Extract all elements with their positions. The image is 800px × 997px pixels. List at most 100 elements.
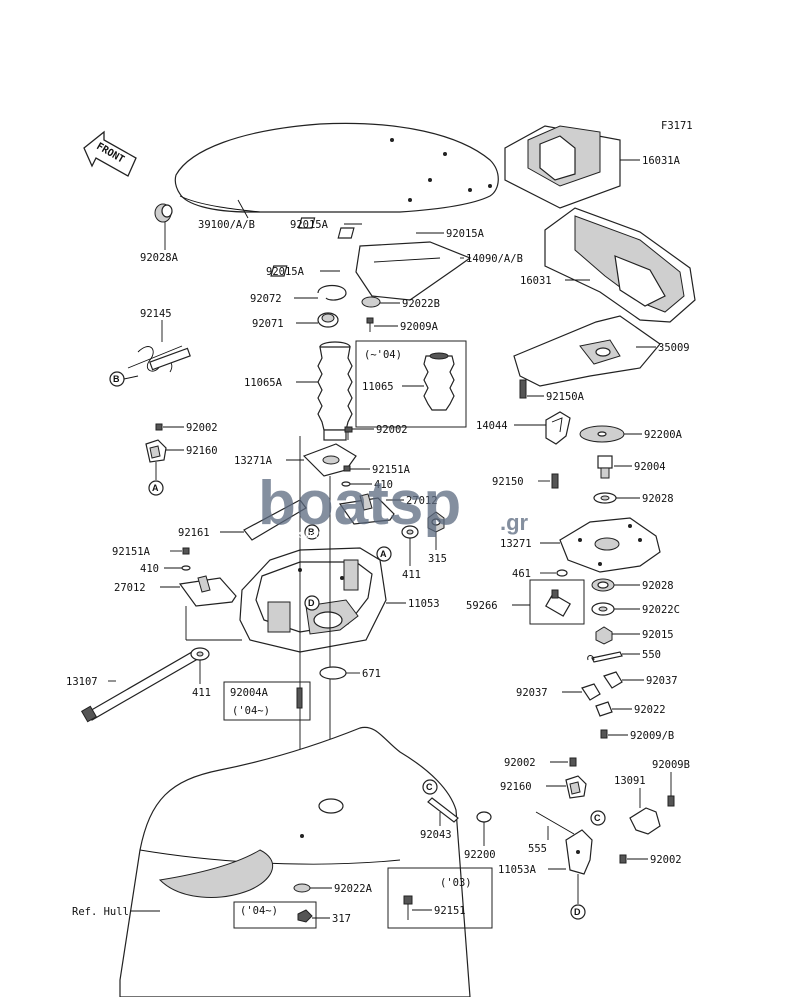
label-92004: 92004 (634, 461, 666, 473)
front-arrow-icon: FRONT (83, 130, 137, 177)
pin-92043 (427, 797, 459, 823)
bracket-11053A (565, 829, 593, 875)
bracket-27012-2 (178, 575, 237, 607)
watermark-suffix: .gr (500, 510, 529, 535)
label-92145: 92145 (140, 308, 172, 320)
strip-92161 (243, 499, 307, 541)
label-555: 555 (528, 843, 547, 855)
label-92037-1: 92037 (646, 675, 678, 687)
label-39100: 39100/A/B (198, 219, 255, 231)
note-from04-a: ('04~) (232, 705, 270, 717)
clip-92037-1 (603, 671, 623, 689)
screw-92009A (366, 317, 374, 332)
label-13107: 13107 (66, 676, 98, 688)
bracket-27012-1 (338, 493, 395, 525)
box-317 (233, 901, 317, 929)
ring-part (317, 284, 347, 301)
label-16031: 16031 (520, 275, 552, 287)
ref-A-1: A (152, 483, 159, 493)
watermark-main: boatsp (258, 469, 461, 538)
label-92015A-2: 92015A (446, 228, 485, 240)
label-92015A-1: 92015A (290, 219, 329, 231)
label-92028A: 92028A (140, 252, 179, 264)
grommet-part (154, 203, 173, 223)
bellows-11065A (317, 341, 353, 441)
shaft-13107 (80, 651, 197, 723)
ref-D-1: D (308, 598, 315, 608)
label-92072: 92072 (250, 293, 282, 305)
label-92037-2: 92037 (516, 687, 548, 699)
label-92160-1: 92160 (186, 445, 218, 457)
seat-part (174, 122, 499, 213)
label-92161: 92161 (178, 527, 210, 539)
label-59266: 59266 (466, 600, 498, 612)
seat-pad-16031A (504, 125, 621, 209)
label-92151A-2: 92151A (112, 546, 151, 558)
label-16031A: 16031A (642, 155, 681, 167)
note-y03: ('03) (440, 877, 472, 889)
label-92015A-3: 92015A (266, 266, 305, 278)
label-92009B: 92009B (652, 759, 690, 771)
label-671: 671 (362, 668, 381, 680)
label-92071: 92071 (252, 318, 284, 330)
label-92004A: 92004A (230, 687, 269, 699)
label-92043: 92043 (420, 829, 452, 841)
label-92028-2: 92028 (642, 580, 674, 592)
label-11053: 11053 (408, 598, 440, 610)
bolt-92002-2 (344, 426, 353, 440)
nut-315 (427, 511, 445, 533)
box-92151 (387, 867, 493, 929)
plate-13271A (302, 443, 357, 477)
label-92022B: 92022B (402, 298, 440, 310)
note-upto04: (~'04) (364, 349, 402, 361)
label-92200A: 92200A (644, 429, 683, 441)
ref-B-2: B (308, 527, 315, 537)
box-92004A (223, 681, 311, 721)
label-317: 317 (332, 913, 351, 925)
box-11065 (355, 340, 467, 428)
cover-part (355, 241, 472, 301)
label-13271A: 13271A (234, 455, 273, 467)
label-92002-3: 92002 (504, 757, 536, 769)
label-550: 550 (642, 649, 661, 661)
label-35009: 35009 (658, 342, 690, 354)
label-411-1: 411 (402, 569, 421, 581)
label-92022: 92022 (634, 704, 666, 716)
label-14090: 14090/A/B (466, 253, 523, 265)
nut-92160-2 (565, 775, 587, 799)
hull-part (119, 726, 471, 997)
label-27012-1: 27012 (406, 495, 438, 507)
watermark-subtitle: boat spare parts (272, 527, 359, 541)
label-92015: 92015 (642, 629, 674, 641)
ref-C-1: C (426, 782, 433, 792)
label-92150: 92150 (492, 476, 524, 488)
box-59266 (529, 579, 585, 625)
plate-13271 (559, 517, 661, 573)
ref-C-2: C (594, 813, 601, 823)
label-11053A: 11053A (498, 864, 537, 876)
clip-92037-2 (581, 683, 601, 701)
label-92009B-slash: 92009/B (630, 730, 674, 742)
label-92151A-1: 92151A (372, 464, 411, 476)
spring-part (127, 345, 191, 373)
label-315: 315 (428, 553, 447, 565)
label-11065: 11065 (362, 381, 394, 393)
label-92150A: 92150A (546, 391, 585, 403)
label-92022A: 92022A (334, 883, 373, 895)
seat-pad-16031 (544, 207, 696, 323)
bolt-92002-1 (155, 423, 163, 431)
bracket-13091 (629, 807, 661, 835)
bolt-92151 (403, 895, 413, 920)
nut-92160-1 (145, 439, 167, 463)
label-92022C: 92022C (642, 604, 680, 616)
label-92160-2: 92160 (500, 781, 532, 793)
label-92002-2: 92002 (376, 424, 408, 436)
cap-part (317, 312, 339, 328)
label-11065A: 11065A (244, 377, 283, 389)
label-92002-1: 92002 (186, 422, 218, 434)
label-27012-2: 27012 (114, 582, 146, 594)
bellows-11065 (423, 352, 455, 411)
label-refhull: Ref. Hull (72, 906, 129, 918)
label-411-2: 411 (192, 687, 211, 699)
